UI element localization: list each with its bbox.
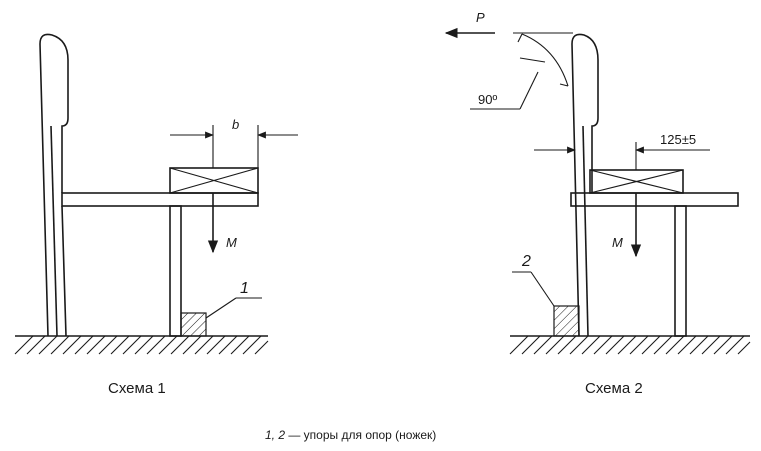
front-leg-1 [169, 205, 182, 337]
front-leg-2 [674, 205, 687, 337]
legend-numbers: 1, 2 [265, 428, 285, 442]
dimension-b: b [170, 117, 298, 168]
dimension-125: 125±5 [534, 132, 710, 170]
floor-1 [14, 335, 269, 355]
caption-scheme-1: Схема 1 [108, 380, 166, 397]
seat-1 [61, 192, 259, 207]
force-label-P: P [476, 10, 485, 25]
moment-label-2: M [612, 235, 623, 250]
load-box-1 [169, 167, 259, 194]
stop-1 [180, 312, 207, 337]
angle-label: 90º [478, 92, 497, 107]
caption-scheme-2: Схема 2 [585, 380, 643, 397]
scheme-2: 125±5 M P 90º 2 Схема 2 [444, 10, 751, 397]
dim-125-label: 125±5 [660, 132, 696, 147]
legend: 1, 2 — упоры для опор (ножек) [265, 428, 436, 442]
rear-leg-inner-2 [582, 125, 589, 337]
rear-leg-inner-1 [50, 125, 58, 337]
moment-label-1: M [226, 235, 237, 250]
stop-2-label: 2 [521, 253, 531, 270]
legend-text: — упоры для опор (ножек) [285, 428, 436, 442]
load-box-2 [589, 169, 684, 194]
floor-2 [509, 335, 751, 355]
chair-back-1 [39, 33, 69, 337]
seat-2 [570, 192, 739, 207]
dim-b-label: b [232, 117, 239, 132]
stop-1-leader [205, 297, 237, 319]
stop-2 [553, 305, 580, 337]
stop-1-label: 1 [240, 280, 249, 297]
chair-back-2 [571, 33, 599, 337]
rear-leg-lower-1 [61, 205, 67, 337]
stop-2-leader [530, 271, 555, 307]
scheme-1: b M 1 Схема 1 [14, 33, 298, 397]
angle-arc [521, 33, 569, 87]
